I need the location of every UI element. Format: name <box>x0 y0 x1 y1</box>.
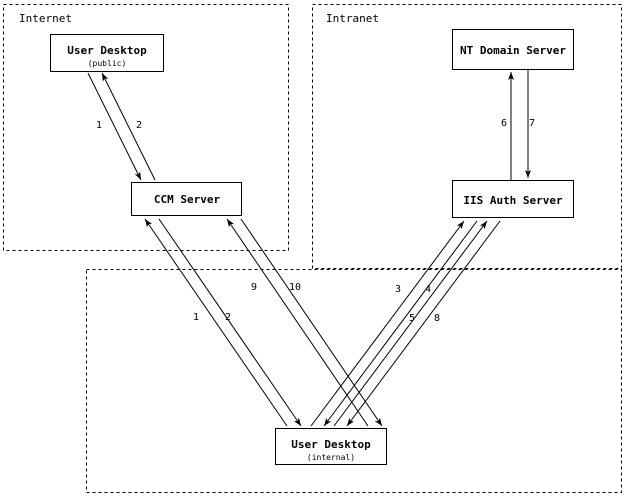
step-label-1-public: 1 <box>96 120 102 131</box>
step-label-5: 5 <box>409 313 415 324</box>
node-sublabel-user-desktop-internal: (internal) <box>307 453 355 462</box>
node-user-desktop-internal[interactable] <box>275 428 387 465</box>
zone-internet-boundary <box>3 4 289 251</box>
flow-line-step-3 <box>310 220 465 427</box>
step-label-4: 4 <box>425 284 431 295</box>
step-label-2-internal: 2 <box>225 312 231 323</box>
flow-line-step-1-public <box>87 72 142 181</box>
step-label-7: 7 <box>529 118 535 129</box>
zone-label-internet: Internet <box>19 12 72 25</box>
flow-line-step-9 <box>226 218 369 427</box>
node-ccm-server[interactable] <box>131 182 242 216</box>
flow-line-step-1-internal <box>144 218 288 427</box>
step-label-10: 10 <box>289 282 301 293</box>
step-label-8: 8 <box>434 313 440 324</box>
node-label-ccm-server: CCM Server <box>154 193 221 206</box>
node-user-desktop-public[interactable] <box>50 34 164 72</box>
node-label-user-desktop-internal: User Desktop <box>291 438 371 451</box>
flow-line-step-5 <box>333 220 488 427</box>
step-label-2-public: 2 <box>136 120 142 131</box>
step-label-6: 6 <box>501 118 507 129</box>
step-label-1-internal: 1 <box>193 312 199 323</box>
flow-line-step-2-internal <box>158 218 302 427</box>
node-nt-domain-server[interactable] <box>452 29 574 70</box>
node-sublabel-user-desktop-public: (public) <box>88 59 127 68</box>
node-label-user-desktop-public: User Desktop <box>67 44 147 57</box>
zone-label-intranet: Intranet <box>326 12 379 25</box>
node-label-iis-auth-server: IIS Auth Server <box>463 194 563 207</box>
step-label-9: 9 <box>251 282 257 293</box>
zone-intranet-boundary <box>312 4 622 269</box>
node-iis-auth-server[interactable] <box>452 180 574 218</box>
flow-line-step-2-public <box>101 72 156 181</box>
node-label-nt-domain-server: NT Domain Server <box>460 44 566 57</box>
step-label-3: 3 <box>395 284 401 295</box>
flow-line-step-8 <box>346 220 501 427</box>
zone-internal-lan-boundary <box>86 269 622 493</box>
flow-line-step-4 <box>323 220 478 427</box>
flow-line-step-10 <box>240 218 383 427</box>
